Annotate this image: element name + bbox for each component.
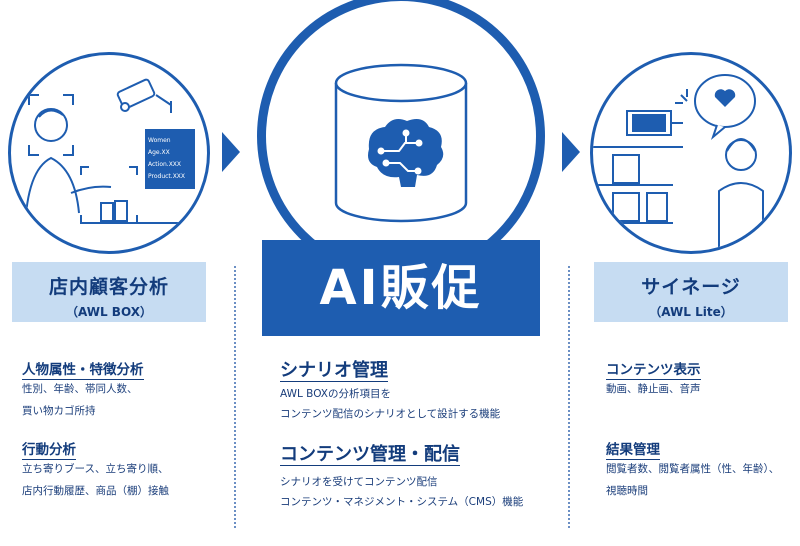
left-header-subtitle: （AWL BOX）: [66, 305, 152, 319]
right-section-2-line-1: 閲覧者数、閲覧者属性（性、年齢）、: [606, 463, 780, 475]
ai-promotion-banner: AI販促: [262, 240, 540, 336]
right-header-subtitle: （AWL Lite）: [649, 305, 733, 319]
tag-line-action: Action.XXX: [148, 161, 182, 168]
center-section-1-line-2: コンテンツ配信のシナリオとして設計する機能: [280, 408, 501, 420]
camera-person-scene: [24, 78, 201, 231]
tag-line-product: Product.XXX: [148, 173, 186, 180]
signage-illustration: [590, 52, 792, 254]
right-header: サイネージ （AWL Lite）: [594, 262, 788, 322]
left-section-1-line-2: 買い物カゴ所持: [22, 405, 96, 417]
right-section-1-title: コンテンツ表示: [606, 362, 701, 380]
left-section-2-body: 立ち寄りブース、立ち寄り順、 店内行動履歴、商品（棚）接触: [22, 458, 169, 502]
right-divider: [568, 266, 570, 528]
signage-viewer-scene: [593, 74, 764, 251]
right-section-2-line-2: 視聴時間: [606, 485, 648, 497]
analysis-tag: Women Age.XX Action.XXX Product.XXX: [148, 135, 185, 183]
ai-database-circle: [257, 0, 545, 280]
left-section-2-line-1: 立ち寄りブース、立ち寄り順、: [22, 463, 169, 475]
center-section-1-line-1: AWL BOXの分析項目を: [280, 388, 391, 400]
center-section-2-line-1: シナリオを受けてコンテンツ配信: [280, 476, 438, 488]
tag-line-age: Age.XX: [148, 149, 170, 156]
center-section-1-body: AWL BOXの分析項目を コンテンツ配信のシナリオとして設計する機能: [280, 384, 500, 424]
left-header-title: 店内顧客分析: [48, 276, 169, 298]
right-header-title: サイネージ: [641, 276, 741, 298]
left-section-1-line-1: 性別、年齢、帯同人数、: [22, 383, 138, 395]
center-section-2-body: シナリオを受けてコンテンツ配信 コンテンツ・マネジメント・システム（CMS）機能: [280, 472, 523, 512]
left-section-2-line-2: 店内行動履歴、商品（棚）接触: [22, 485, 169, 497]
tag-line-gender: Women: [148, 137, 171, 144]
center-section-2-line-2: コンテンツ・マネジメント・システム（CMS）機能: [280, 496, 524, 508]
database-brain-icon: [334, 63, 468, 223]
left-section-1-body: 性別、年齢、帯同人数、 買い物カゴ所持: [22, 378, 138, 422]
left-divider: [234, 266, 236, 528]
right-section-2-body: 閲覧者数、閲覧者属性（性、年齢）、 視聴時間: [606, 458, 779, 502]
left-section-1-title: 人物属性・特徴分析: [22, 362, 144, 380]
banner-title: AI販促: [319, 260, 483, 316]
right-section-2-title: 結果管理: [606, 442, 660, 460]
left-section-2-title: 行動分析: [22, 442, 76, 460]
arrow-right-icon: [222, 132, 240, 172]
left-header: 店内顧客分析 （AWL BOX）: [12, 262, 206, 322]
center-section-1-title: シナリオ管理: [280, 360, 388, 382]
center-section-2-title: コンテンツ管理・配信: [280, 444, 460, 466]
right-section-1-line-1: 動画、静止画、音声: [606, 383, 701, 395]
arrow-right-icon-2: [562, 132, 580, 172]
customer-analysis-illustration: Women Age.XX Action.XXX Product.XXX: [8, 52, 210, 254]
right-section-1-body: 動画、静止画、音声: [606, 378, 701, 400]
